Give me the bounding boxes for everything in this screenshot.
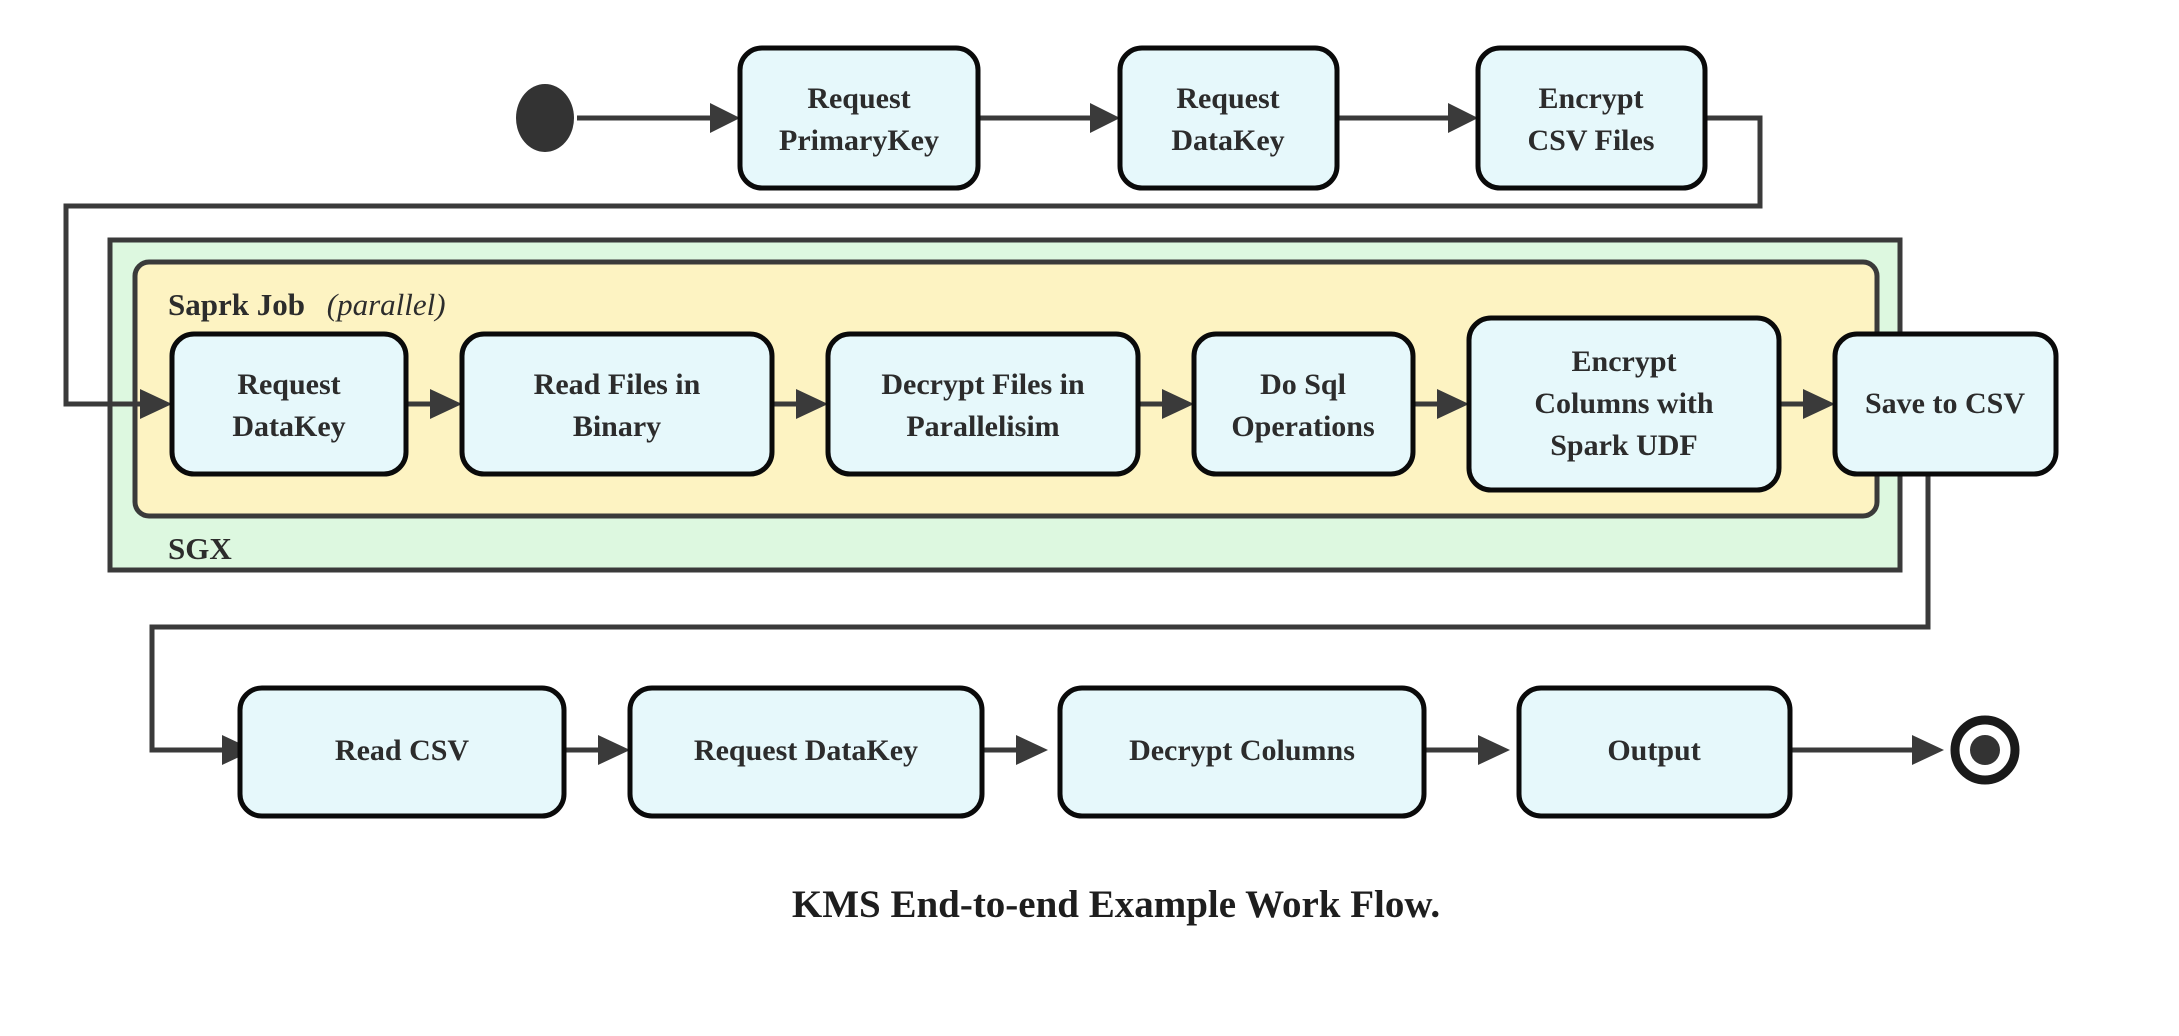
node-read-files-in-binary[interactable]: Read Files in Binary [459, 331, 775, 477]
spark-job-group-label: Saprk Job (parallel) [168, 287, 446, 322]
edge-encrypt-csv-to-spark-datakey [63, 115, 1763, 407]
node-decrypt-files-in-parallelisim[interactable]: Decrypt Files in Parallelisim [825, 331, 1141, 477]
start-node[interactable] [516, 84, 574, 152]
svg-text:Request: Request [807, 82, 910, 115]
arrowhead-read-binary-to-decrypt-parallel [796, 389, 828, 419]
end-node[interactable] [1950, 715, 2020, 785]
node-save-to-csv[interactable]: Save to CSV [1832, 331, 2059, 477]
node-request-datakey-spark[interactable]: Request DataKey [169, 331, 409, 477]
node-decrypt-columns[interactable]: Decrypt Columns [1057, 685, 1427, 819]
svg-text:Encrypt: Encrypt [1572, 345, 1677, 378]
svg-text:Read CSV: Read CSV [335, 734, 470, 767]
sgx-group-label: SGX [168, 531, 232, 566]
svg-text:Spark UDF: Spark UDF [1550, 429, 1698, 462]
node-do-sql-operations[interactable]: Do Sql Operations [1191, 331, 1416, 477]
arrowhead-encrypt-columns-to-save-csv [1803, 389, 1835, 419]
svg-text:Decrypt Columns: Decrypt Columns [1129, 734, 1355, 767]
svg-text:Save to CSV: Save to CSV [1865, 387, 2025, 420]
svg-text:Parallelisim: Parallelisim [906, 410, 1059, 443]
arrowhead-decrypt-parallel-to-do-sql [1162, 389, 1194, 419]
arrowhead-output-to-end [1912, 735, 1944, 765]
svg-text:Request: Request [237, 368, 340, 401]
svg-text:CSV Files: CSV Files [1528, 124, 1655, 157]
arrowhead-encrypt-csv-to-spark-datakey [140, 389, 172, 419]
svg-text:Operations: Operations [1231, 410, 1374, 443]
svg-text:Encrypt: Encrypt [1539, 82, 1644, 115]
arrowhead-decrypt-columns-to-output [1478, 735, 1510, 765]
arrowhead-primarykey-to-datakey [1090, 103, 1120, 133]
svg-text:Request: Request [1176, 82, 1279, 115]
arrowhead-spark-datakey-to-read-binary [430, 389, 462, 419]
svg-text:Request DataKey: Request DataKey [694, 734, 918, 767]
node-encrypt-columns-with-spark-udf[interactable]: Encrypt Columns with Spark UDF [1466, 315, 1782, 493]
node-output[interactable]: Output [1516, 685, 1793, 819]
svg-text:Binary: Binary [573, 410, 661, 443]
node-encrypt-csv-files[interactable]: Encrypt CSV Files [1475, 45, 1708, 191]
svg-text:Columns with: Columns with [1534, 387, 1714, 420]
arrowhead-read-csv-to-request-datakey [598, 735, 630, 765]
diagram-caption: KMS End-to-end Example Work Flow. [792, 883, 1440, 926]
node-request-datakey-top[interactable]: Request DataKey [1117, 45, 1340, 191]
arrowhead-start-to-request-primarykey [710, 103, 740, 133]
svg-text:Do Sql: Do Sql [1260, 368, 1346, 401]
arrowhead-request-datakey-to-decrypt-columns [1016, 735, 1048, 765]
svg-text:DataKey: DataKey [1171, 124, 1284, 157]
svg-text:DataKey: DataKey [232, 410, 345, 443]
arrowhead-datakey-to-encrypt-csv [1448, 103, 1478, 133]
node-request-primarykey[interactable]: Request PrimaryKey [737, 45, 981, 191]
svg-text:Decrypt Files in: Decrypt Files in [881, 368, 1085, 401]
node-request-datakey-bottom[interactable]: Request DataKey [627, 685, 985, 819]
arrowhead-do-sql-to-encrypt-columns [1437, 389, 1469, 419]
node-read-csv[interactable]: Read CSV [237, 685, 567, 819]
svg-text:Read Files in: Read Files in [534, 368, 701, 401]
svg-text:Output: Output [1607, 734, 1700, 767]
svg-text:PrimaryKey: PrimaryKey [779, 124, 939, 157]
